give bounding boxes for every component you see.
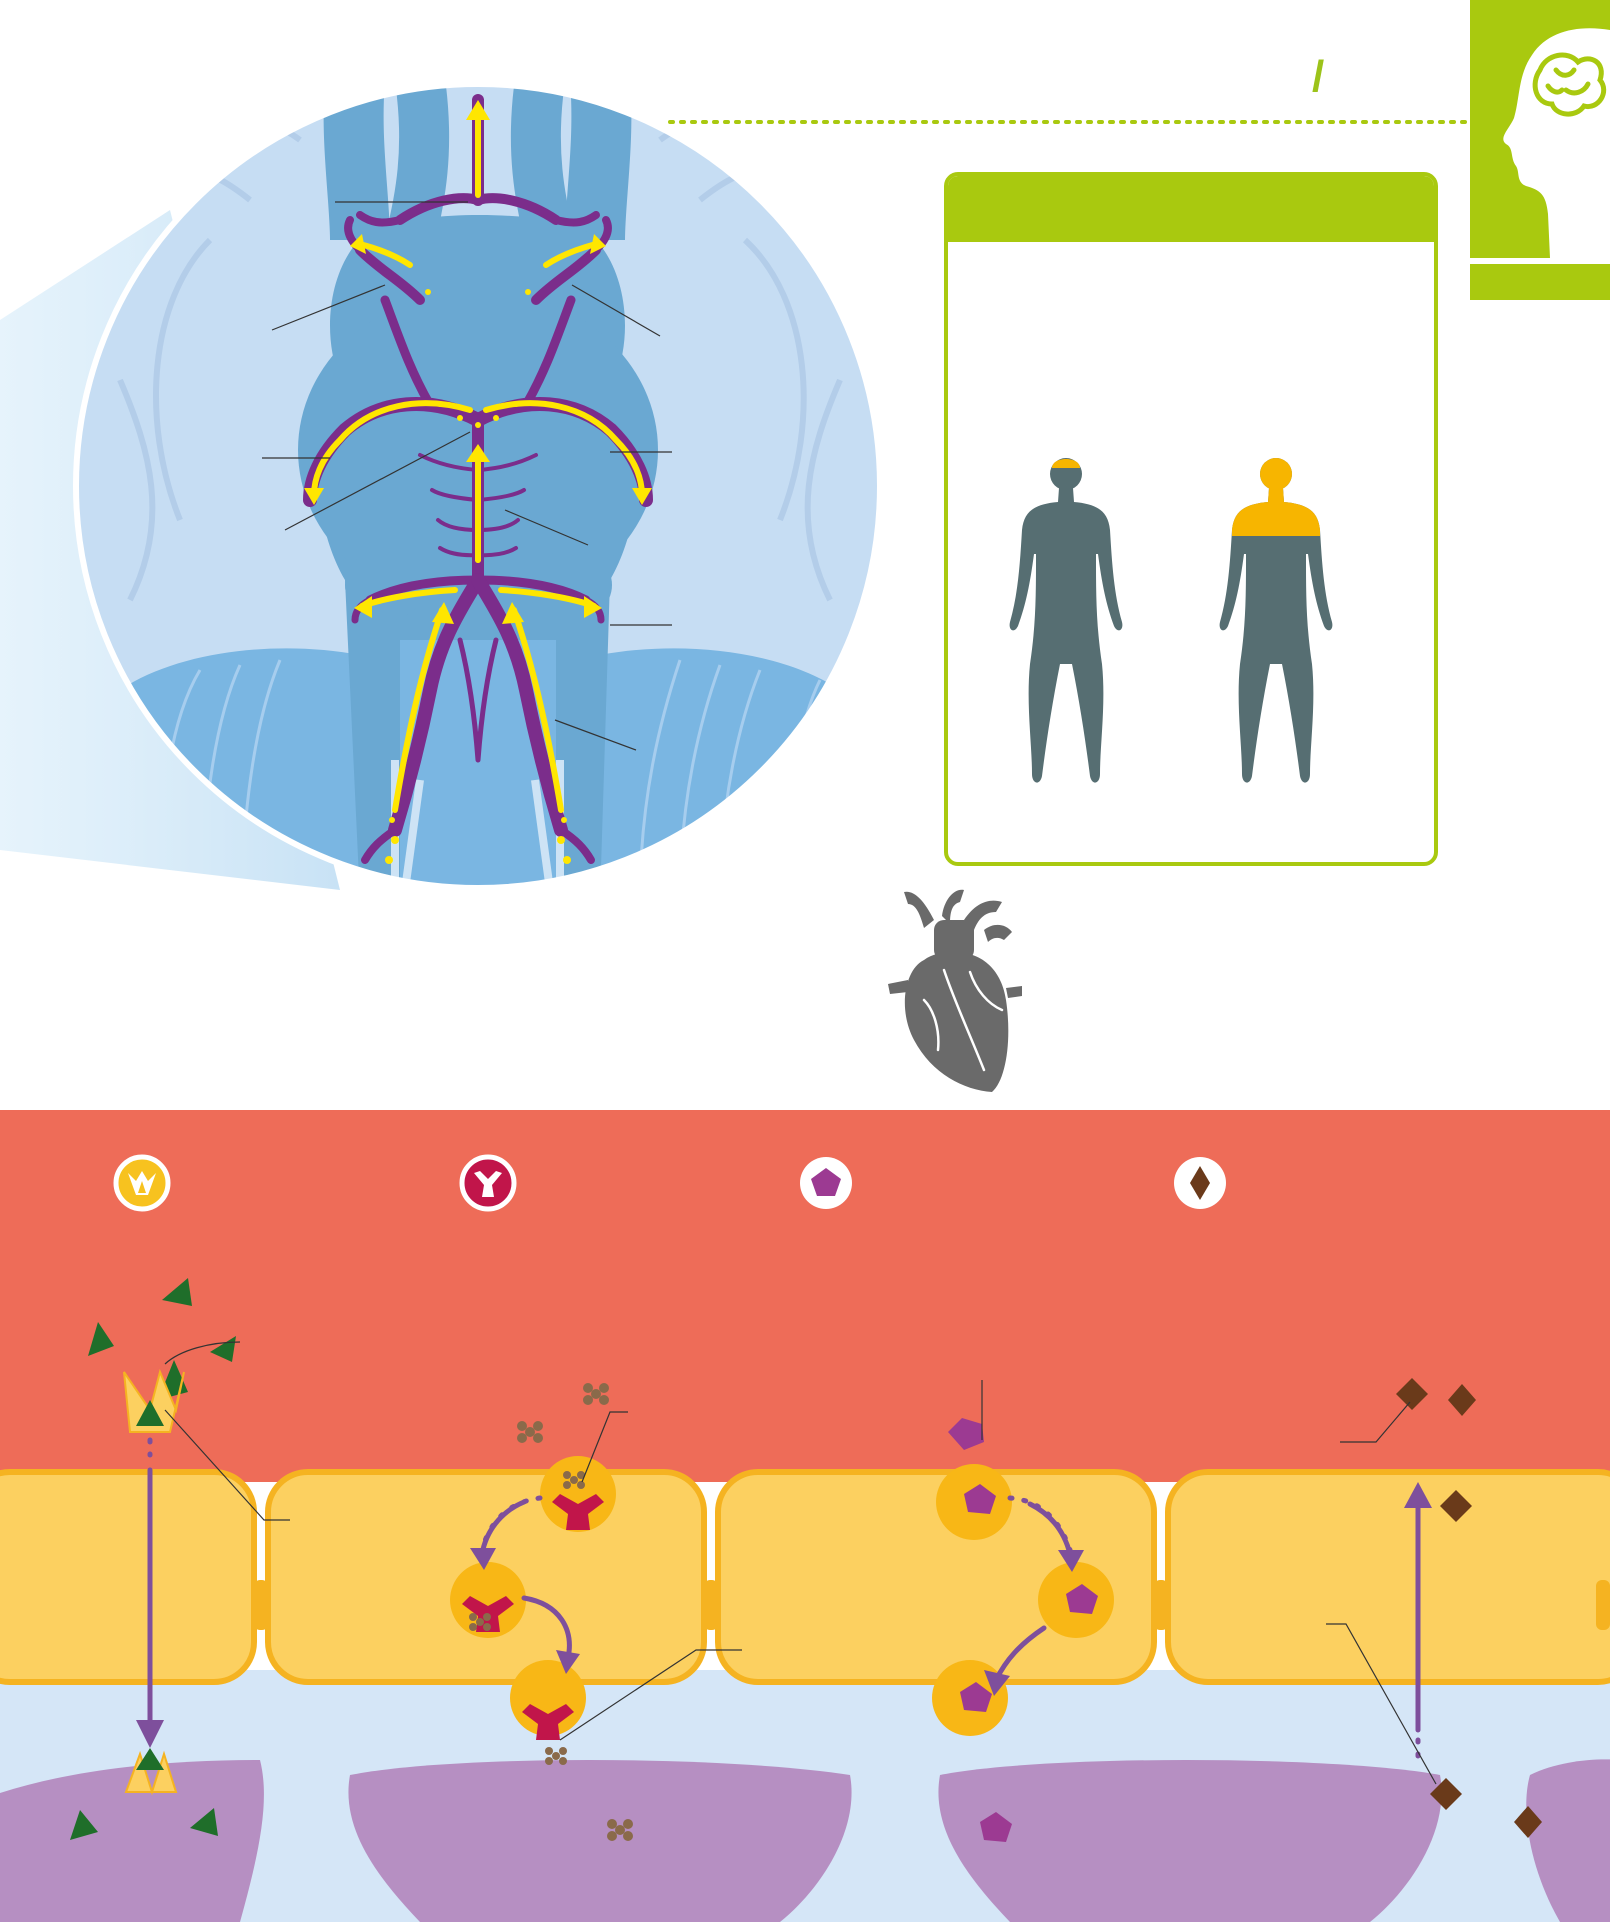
- section-slash: /: [1312, 52, 1325, 101]
- brain-vessels-diagram: [0, 81, 1472, 891]
- heart-icon: [888, 889, 1022, 1092]
- carrier-protein-icon: [113, 1154, 171, 1212]
- receptor-icon: [459, 1154, 517, 1212]
- diffusion-transport: [1326, 1378, 1542, 1838]
- blood-layer: [0, 1110, 1610, 1482]
- carrier-transport: [70, 1278, 290, 1840]
- diamond-molecule-icon: [1174, 1157, 1226, 1209]
- transport-mechanisms-diagram: [0, 1110, 1610, 1922]
- flow-arrowheads: [304, 100, 652, 624]
- female-figure-icon: [1219, 458, 1333, 783]
- panel-header: [948, 176, 1434, 242]
- female-figure-icon: [1009, 458, 1123, 783]
- brain-head-icon: [1503, 28, 1610, 258]
- side-tab: [1470, 0, 1610, 300]
- flow-dots: [385, 182, 571, 864]
- comparison-panel: [944, 172, 1438, 866]
- pentagon-molecule-icon: [800, 1157, 852, 1209]
- adsorptive-transport: [932, 1380, 1114, 1842]
- receptor-transport: [450, 1383, 742, 1841]
- label-leaders: [262, 201, 672, 751]
- mechanism-icons: [113, 1154, 1226, 1212]
- neurons: [0, 1759, 1610, 1922]
- endothelial-cells: [0, 1469, 1610, 1685]
- figures-illustration: [1009, 458, 1333, 783]
